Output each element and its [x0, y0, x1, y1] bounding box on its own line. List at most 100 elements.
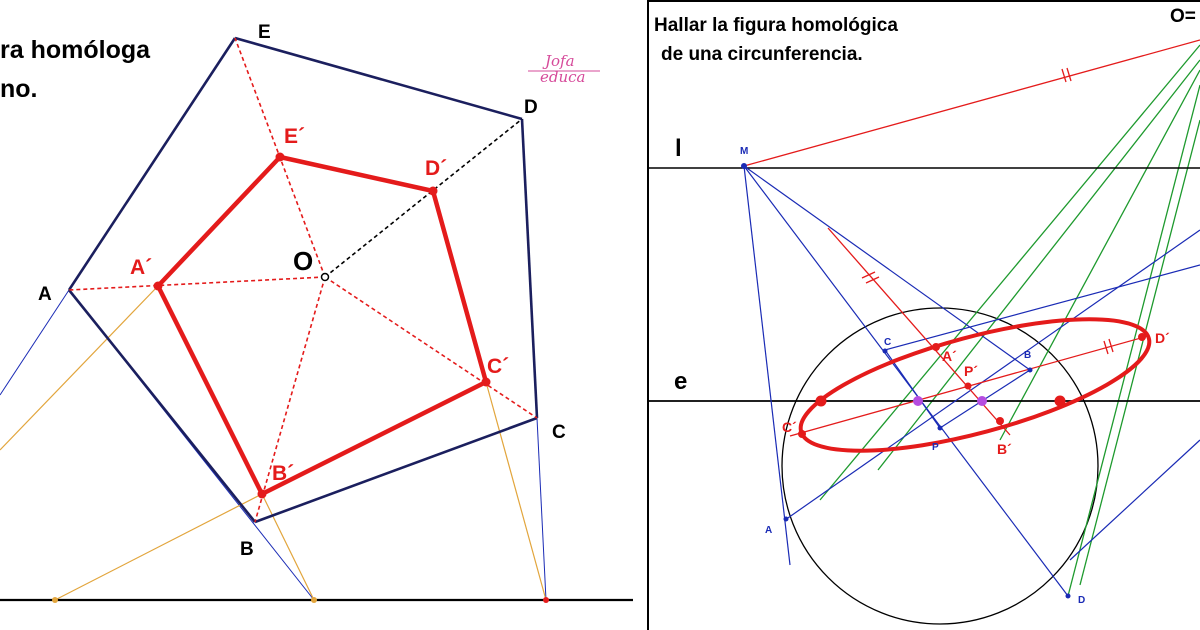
- axis-point-red-right: [1054, 395, 1066, 407]
- original-circle: [781, 307, 1099, 625]
- right-panel-frame: [647, 0, 1200, 630]
- blue-M-to-A: [743, 165, 791, 566]
- label-C-right: C: [884, 337, 891, 348]
- red-vertices: [153, 152, 491, 499]
- ray-O-B: [254, 276, 326, 523]
- point-M: [741, 163, 747, 169]
- orange-B-prime-1: [54, 493, 263, 601]
- label-line-l: l: [675, 135, 682, 162]
- line-C-to-ground: [536, 417, 547, 601]
- homologous-pentagon: [155, 154, 489, 497]
- edge-C-B: [254, 416, 538, 524]
- point-D-prime: [1138, 333, 1146, 341]
- axis-point-purple-left: [913, 396, 923, 406]
- right-panel: Hallar la figura homológica de una circu…: [648, 6, 1200, 625]
- label-P-prime: P´: [964, 363, 978, 379]
- label-D: D: [524, 97, 538, 118]
- axis-point-2: [311, 597, 317, 603]
- right-title-line-1: Hallar la figura homológica: [654, 15, 898, 36]
- point-A-prime: [932, 343, 940, 351]
- green-ray-5: [1079, 119, 1200, 586]
- point-P: [937, 425, 943, 431]
- point-C: [882, 348, 888, 354]
- ray-O-A: [68, 276, 326, 291]
- axis-points: [52, 597, 549, 603]
- label-A-prime: A´: [130, 256, 152, 279]
- left-title-line-1: ra homóloga: [0, 36, 151, 64]
- right-title-line-2: de una circunferencia.: [661, 44, 863, 65]
- jofa-educa-logo: Jofa educa: [528, 52, 600, 86]
- right-blue-points: [741, 163, 1071, 599]
- label-B-prime-right: B´: [997, 441, 1012, 457]
- left-orange-lines: [0, 285, 547, 601]
- edge-D-C: [520, 118, 539, 419]
- axis-point-purple-right: [977, 396, 987, 406]
- green-ray-1: [819, 44, 1200, 501]
- label-E-prime: E´: [284, 125, 305, 148]
- orange-C-prime: [485, 381, 547, 601]
- vertex-E-prime: [275, 152, 285, 162]
- red-construction-lines: [789, 227, 1149, 437]
- label-C-prime-right: C´: [782, 419, 797, 435]
- tick-mid-1: [861, 271, 876, 279]
- vertex-C-prime: [481, 377, 491, 387]
- logo-text-top: Jofa: [542, 52, 575, 70]
- ray-O-C: [324, 276, 538, 419]
- axis-point-red-left: [815, 395, 827, 407]
- line-A-to-ground: [0, 289, 70, 396]
- tick-right-1: [1103, 340, 1109, 355]
- ray-O-D: [324, 118, 523, 278]
- dashed-rays: [68, 37, 538, 523]
- parallel-tick-mid: [861, 271, 1114, 355]
- label-A: A: [38, 284, 52, 305]
- point-C-prime: [798, 430, 806, 438]
- orange-A-prime: [0, 285, 159, 451]
- label-O: O: [293, 246, 313, 276]
- edge-E-D: [234, 36, 523, 121]
- right-red-points: [798, 333, 1146, 438]
- label-E: E: [258, 22, 271, 43]
- label-B-right: B: [1024, 350, 1031, 361]
- blue-M-to-D: [743, 165, 1069, 597]
- label-C: C: [552, 422, 566, 443]
- axis-intersection-points: [815, 395, 1066, 407]
- tick-right-2: [1108, 338, 1114, 353]
- point-B: [1027, 367, 1033, 373]
- logo-text-bottom: educa: [540, 68, 585, 86]
- left-panel: ra homóloga no. Jofa educa A B C D E O A…: [0, 22, 633, 603]
- label-P: P: [932, 442, 939, 453]
- edge-A-E: [67, 37, 237, 291]
- edge-B-A: [67, 289, 257, 523]
- point-A: [783, 516, 789, 522]
- point-D: [1065, 593, 1071, 599]
- label-D-prime-right: D´: [1155, 330, 1170, 346]
- label-B: B: [240, 539, 254, 560]
- blue-lines: [743, 165, 1200, 597]
- blue-M-to-B: [743, 165, 1031, 371]
- point-P-prime: [964, 382, 972, 390]
- parallel-tick-top: [1061, 67, 1072, 83]
- vertex-A-prime: [153, 281, 163, 291]
- left-title-line-2: no.: [0, 75, 38, 103]
- tick-top-2: [1066, 67, 1072, 82]
- vertex-D-prime: [428, 186, 438, 196]
- axis-point-3: [543, 597, 549, 603]
- vertex-B-prime: [257, 489, 267, 499]
- orange-B-prime-2: [261, 493, 315, 601]
- center-O-point: [320, 272, 330, 282]
- axis-point-1: [52, 597, 58, 603]
- red-line-M-to-O: [743, 39, 1200, 167]
- blue-CB-extended: [884, 264, 1200, 351]
- green-ray-3: [999, 69, 1200, 441]
- tick-mid-2: [865, 276, 880, 284]
- label-M: M: [740, 146, 748, 157]
- label-line-e: e: [674, 368, 687, 395]
- blue-bottom-right: [1069, 439, 1200, 561]
- blue-AC-extended: [784, 229, 1200, 521]
- corner-label-O: O=: [1170, 6, 1196, 27]
- label-C-prime: C´: [487, 355, 509, 378]
- tick-top-1: [1061, 68, 1067, 83]
- original-pentagon: [67, 36, 539, 524]
- label-A-prime-right: A´: [942, 348, 957, 364]
